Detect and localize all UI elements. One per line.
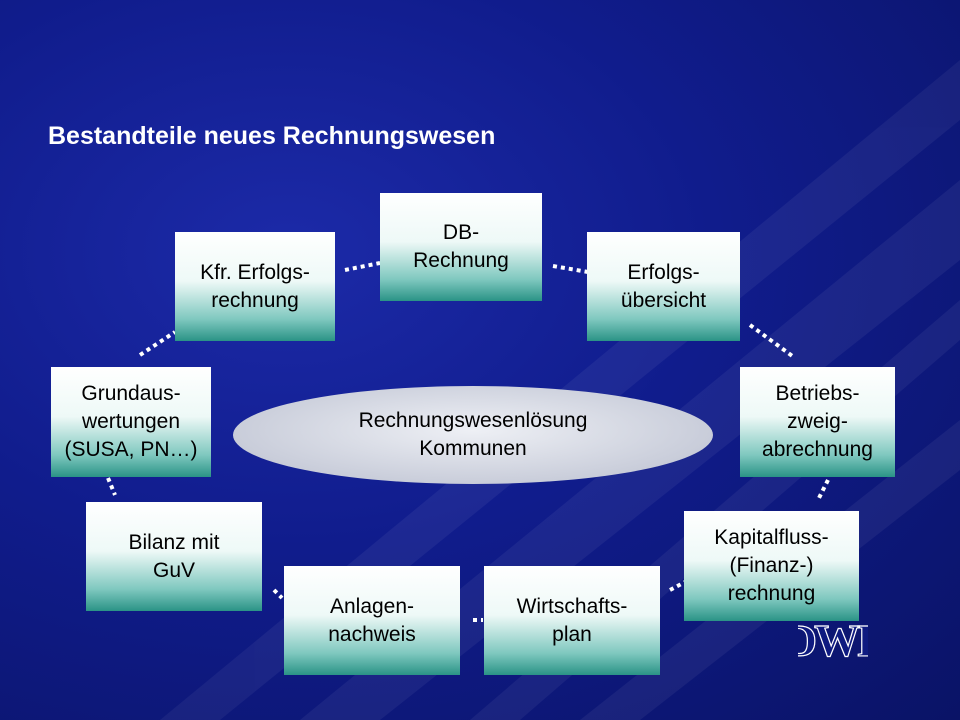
center-ellipse: Rechnungswesenlösung Kommunen [233, 386, 713, 484]
center-label: Rechnungswesenlösung Kommunen [358, 409, 588, 460]
node-grundauswertungen: Grundaus- wertungen (SUSA, PN…) [51, 367, 211, 477]
node-kapitalflussrechnung: Kapitalfluss- (Finanz-) rechnung [684, 511, 859, 621]
node-bilanz-guv: Bilanz mit GuV [86, 502, 262, 611]
node-wirtschaftsplan: Wirtschafts- plan [484, 566, 660, 675]
node-erfolgsuebersicht: Erfolgs- übersicht [587, 232, 740, 341]
page-title: Bestandteile neues Rechnungswesen [48, 122, 496, 150]
node-kfr-erfolgsrechnung: Kfr. Erfolgs- rechnung [175, 232, 335, 341]
node-db-rechnung: DB- Rechnung [380, 193, 542, 301]
svg-text:DWP: DWP [798, 615, 868, 664]
node-anlagennachweis: Anlagen- nachweis [284, 566, 460, 675]
dwp-logo: DWP [798, 614, 868, 664]
node-betriebszweigabrechnung: Betriebs- zweig- abrechnung [740, 367, 895, 477]
